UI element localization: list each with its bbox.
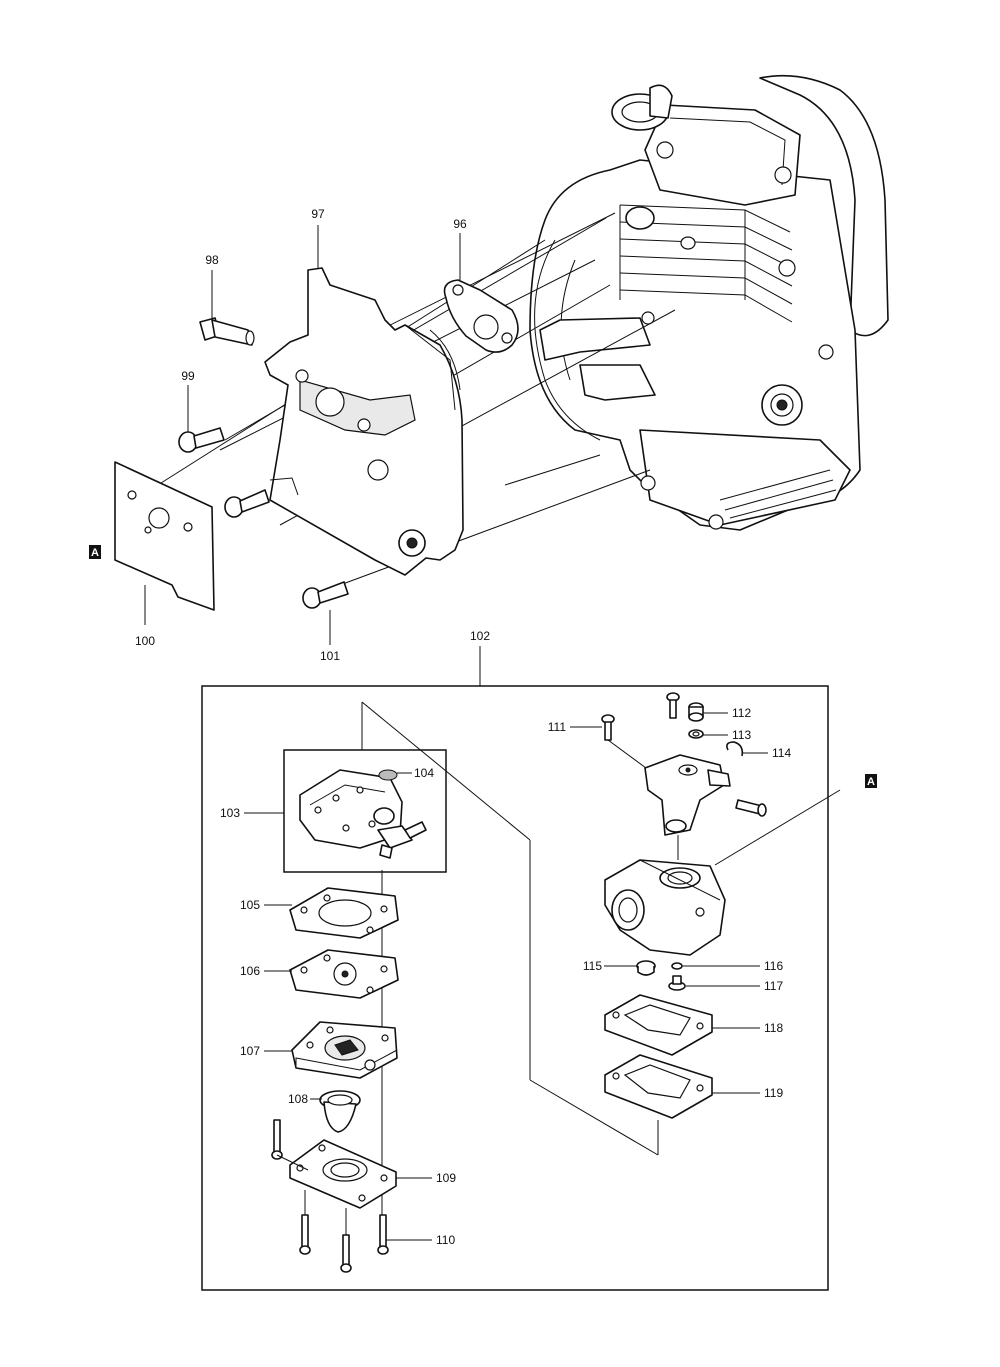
part-105-gasket [289, 887, 399, 939]
callout-97: 97 [311, 207, 325, 221]
left-axis-lines [276, 1154, 347, 1235]
callout-107: 107 [240, 1044, 260, 1058]
callout-118: 118 [764, 1021, 783, 1035]
callout-105: 105 [240, 898, 260, 912]
part-109-cover-plate [289, 1139, 397, 1209]
part-119-gasket [604, 1054, 713, 1119]
part-114-clip [726, 741, 744, 757]
part-100-gasket [114, 461, 215, 611]
callout-115: 115 [583, 959, 602, 973]
part-98-stud [199, 317, 255, 346]
callout-119: 119 [764, 1086, 783, 1100]
part-117-needle [668, 975, 686, 991]
marker-a-right-label: A [867, 776, 875, 788]
part-113-washer [688, 729, 704, 739]
assembly-bracket-lines [361, 701, 659, 1240]
carburetor-assembly-frame [201, 685, 829, 1291]
callout-104: 104 [414, 766, 434, 780]
part-118-gasket [604, 994, 713, 1056]
part-99-screw-2 [224, 489, 270, 518]
part-side-screw [735, 799, 767, 817]
left-box-leaders [244, 772, 432, 1241]
callout-96: 96 [453, 217, 467, 231]
part-top-screw [666, 692, 680, 719]
callout-102: 102 [470, 629, 490, 643]
part-carburetor-body [604, 859, 726, 956]
callout-114: 114 [772, 746, 791, 760]
engine-illustration [529, 74, 889, 531]
callout-103: 103 [220, 806, 240, 820]
part-104-filter-screen [378, 769, 398, 781]
callout-108: 108 [288, 1092, 308, 1106]
callout-117: 117 [764, 979, 783, 993]
part-107-cover [291, 1021, 398, 1079]
part-97-insulator [264, 267, 464, 576]
part-108-primer-bulb [319, 1090, 361, 1133]
part-96-gasket [443, 279, 519, 353]
callout-101: 101 [320, 649, 340, 663]
part-115-plug [636, 960, 656, 976]
marker-a-left-label: A [91, 547, 99, 559]
part-101-screw [302, 581, 349, 609]
callout-112: 112 [732, 706, 751, 720]
right-axis-lines [570, 712, 841, 1094]
part-throttle-body [644, 754, 731, 836]
callout-99: 99 [181, 369, 195, 383]
marker-a-left: A [89, 545, 101, 559]
part-103-pump-body [299, 769, 427, 859]
callout-100: 100 [135, 634, 155, 648]
part-112-cap [688, 702, 704, 722]
marker-a-right: A [865, 774, 877, 788]
part-106-diaphragm [289, 949, 399, 999]
callout-110: 110 [436, 1233, 455, 1247]
callout-113: 113 [732, 728, 751, 742]
part-99-screw [178, 427, 225, 453]
callout-111: 111 [548, 720, 567, 734]
callout-109: 109 [436, 1171, 456, 1185]
pump-body-subframe [283, 749, 447, 873]
part-116-oring [671, 962, 683, 970]
callout-116: 116 [764, 959, 783, 973]
left-callout-leaders [144, 225, 461, 645]
callout-106: 106 [240, 964, 260, 978]
part-111-screw [601, 714, 615, 741]
callout-98: 98 [205, 253, 219, 267]
